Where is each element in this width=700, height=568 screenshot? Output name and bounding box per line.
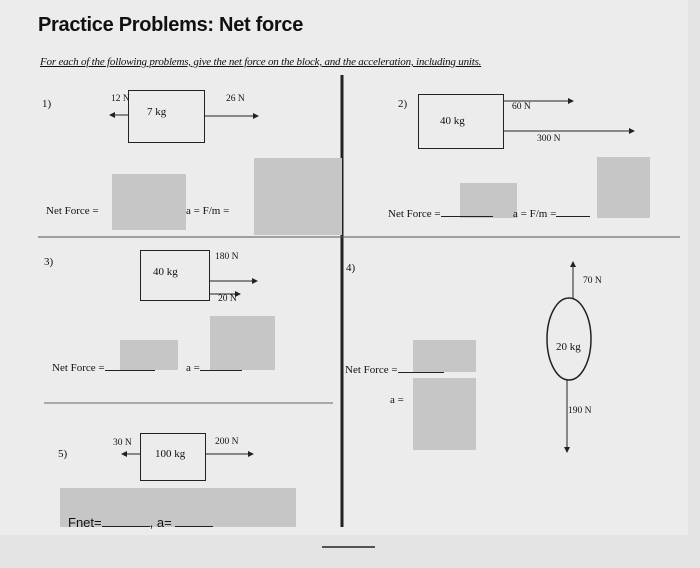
accel-label: a = [186, 362, 200, 374]
problem-3-mass: 40 kg [153, 266, 178, 278]
problem-2-force-bottom: 300 N [537, 134, 561, 144]
redaction [460, 183, 517, 218]
problem-4-accel-label: a = [390, 394, 404, 406]
problem-5-force-right: 200 N [215, 437, 239, 447]
problem-5-mass: 100 kg [155, 448, 186, 460]
accel-label: , a= [149, 515, 172, 530]
redaction [112, 174, 186, 230]
redaction [597, 157, 650, 218]
answer-blank[interactable] [199, 360, 242, 371]
redaction [413, 378, 476, 450]
problem-4-net-force-label: Net Force = [345, 362, 444, 376]
problem-1-mass: 7 kg [147, 106, 167, 118]
problem-2-block [418, 94, 504, 149]
problem-2-mass: 40 kg [440, 115, 465, 127]
problem-1-block [128, 90, 205, 143]
redaction [60, 488, 296, 527]
problem-2-force-top: 60 N [512, 102, 531, 112]
problem-3-net-force-label: Net Force = [52, 360, 155, 374]
redaction [210, 316, 275, 370]
problem-1-force-left: 12 N [111, 94, 130, 104]
instructions: For each of the following problems, give… [40, 56, 482, 68]
problem-3-force-bottom: 20 N [218, 294, 237, 304]
problem-5-force-left: 30 N [113, 438, 132, 448]
accel-label: a = F/m = [513, 208, 557, 220]
problem-5-number: 5) [58, 448, 68, 460]
problem-3-accel-label: a = [186, 360, 242, 374]
problem-2-accel-label: a = F/m = [513, 206, 591, 220]
redaction [120, 340, 178, 370]
problem-4-force-up: 70 N [583, 276, 602, 286]
redaction [413, 340, 476, 372]
answer-blank[interactable] [104, 360, 155, 371]
problem-2-net-force-label: Net Force = [388, 206, 493, 220]
page-title: Practice Problems: Net force [38, 14, 304, 36]
answer-blank[interactable] [175, 514, 214, 527]
problem-1-net-force-label: Net Force = [46, 205, 99, 217]
problem-1-number: 1) [42, 98, 52, 110]
answer-blank[interactable] [556, 206, 591, 217]
problem-4-number: 4) [346, 262, 356, 274]
problem-5-block [140, 433, 206, 481]
problem-3-block [140, 250, 210, 301]
problem-2-number: 2) [398, 98, 408, 110]
problem-1-accel-label: a = F/m = [186, 205, 230, 217]
problem-4-force-down: 190 N [568, 406, 592, 416]
problem-1-force-right: 26 N [226, 94, 245, 104]
answer-blank[interactable] [440, 206, 493, 217]
redaction [254, 158, 342, 235]
problem-5-answer-line: Fnet= , a= [68, 514, 214, 530]
answer-blank[interactable] [397, 362, 444, 373]
net-force-label: Net Force = [52, 362, 105, 374]
fnet-label: Fnet= [68, 515, 102, 530]
answer-blank[interactable] [101, 514, 150, 527]
net-force-label: Net Force = [388, 208, 441, 220]
net-force-label: Net Force = [345, 364, 398, 376]
problem-3-force-top: 180 N [215, 252, 239, 262]
problem-3-number: 3) [44, 256, 54, 268]
mass-4-ellipse [546, 297, 592, 381]
problem-4-mass: 20 kg [556, 341, 581, 353]
